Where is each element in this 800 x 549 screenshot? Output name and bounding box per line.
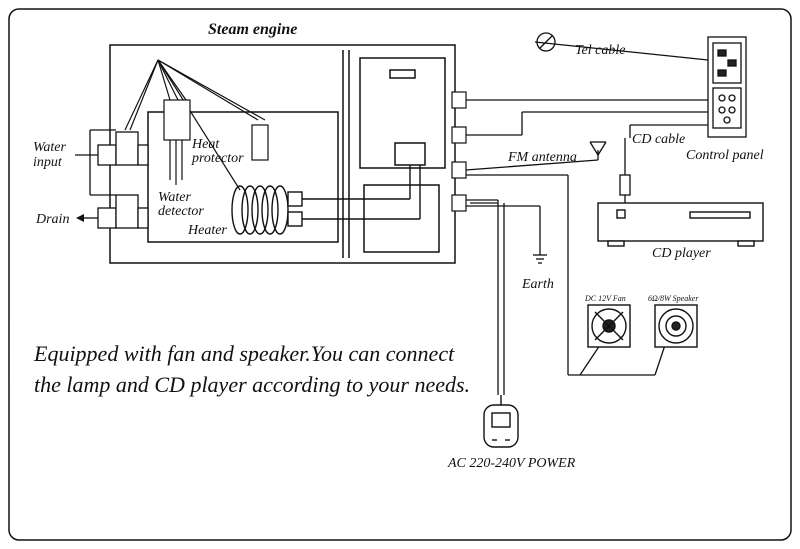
external-wiring [465,41,715,395]
note-line-2: the lamp and CD player according to your… [34,372,471,397]
control-panel-label: Control panel [686,148,764,163]
cd-cable-label: CD cable [632,132,686,147]
fan-label: DC 12V Fan [585,294,626,303]
water-input-label-2: input [33,155,62,170]
cd-cable-plug [619,174,631,196]
water-input-label-1: Water [33,140,66,155]
fm-antenna-label: FM antenna [508,150,577,165]
water-detector [124,59,269,191]
outer-frame [8,8,792,541]
note-line-1: Equipped with fan and speaker.You can co… [34,341,455,366]
fm-antenna-icon [589,141,607,156]
water-valves [75,129,149,229]
heat-protector-label-1: Heat [192,137,220,152]
speaker-label: 6Ω/8W Speaker [648,294,699,303]
cd-player-label: CD player [652,246,711,261]
tel-cable-label: Tel cable [575,43,626,58]
connectors [451,91,467,212]
power-label: AC 220-240V POWER [448,456,576,471]
water-detector-label-1: Water [158,190,191,205]
cd-player-device [597,202,764,247]
earth-symbol [533,254,547,264]
power-plug-device [483,395,519,448]
heater-label: Heater [188,223,227,238]
steam-engine-box [109,44,456,264]
speaker-device [654,304,698,348]
heater-coil [231,165,421,235]
heat-protector-label-2: protector [192,151,244,166]
tel-plug-icon [536,32,556,52]
drain-arrow [76,214,84,222]
fan-device [587,304,631,348]
earth-label: Earth [522,277,554,292]
water-detector-label-2: detector [158,204,204,219]
steam-engine-title: Steam engine [208,21,298,38]
drain-label: Drain [36,212,70,227]
control-panel-device [707,36,747,138]
